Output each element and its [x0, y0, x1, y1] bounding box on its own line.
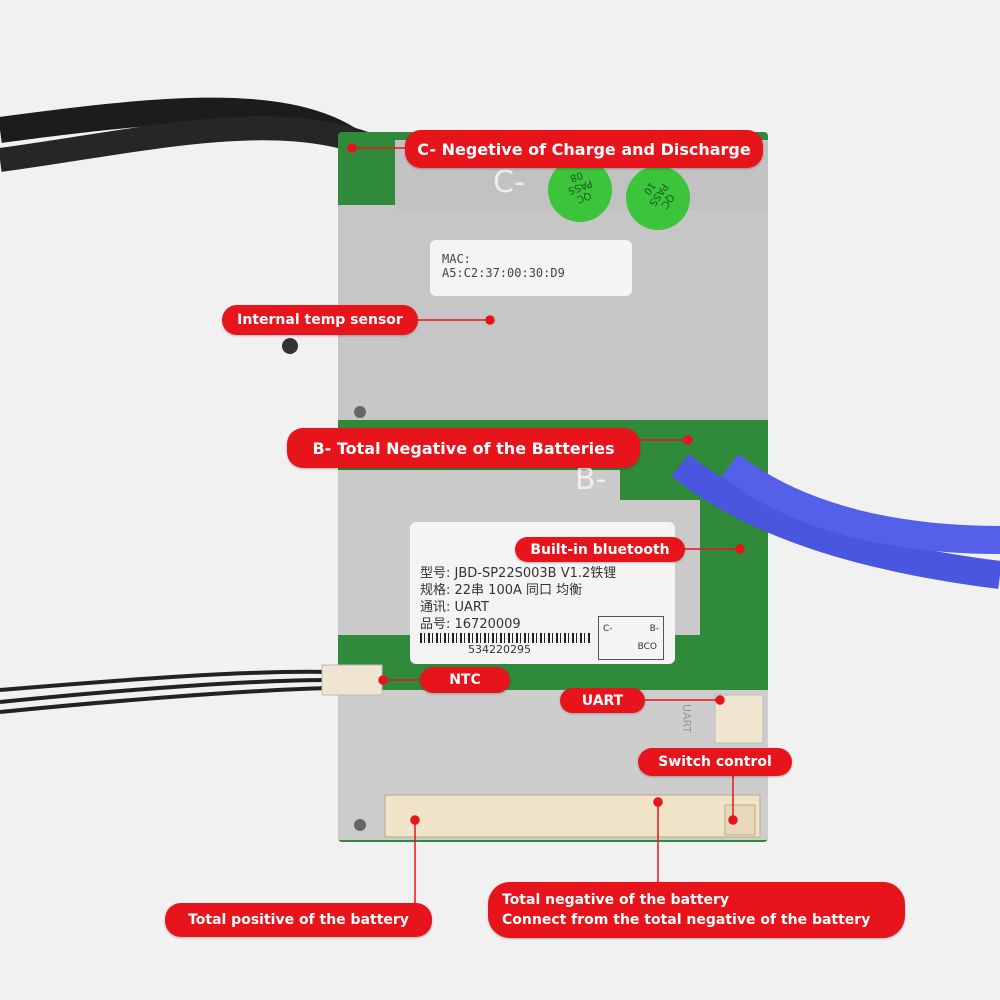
- callout-total-negative: Total negative of the battery Connect fr…: [488, 882, 905, 938]
- ntc-wire: [0, 669, 331, 692]
- callout-b-negative: B- Total Negative of the Batteries: [287, 428, 640, 468]
- ntc-wire: [0, 686, 331, 714]
- wiring-diagram: C- B- BCO: [598, 616, 664, 660]
- screw-icon: [354, 819, 366, 831]
- mac-sticker: MAC: A5:C2:37:00:30:D9: [430, 240, 632, 296]
- blue-cable: [671, 454, 1000, 589]
- mac-address: A5:C2:37:00:30:D9: [442, 266, 565, 280]
- blue-cable: [721, 453, 1000, 554]
- callout-bluetooth: Built-in bluetooth: [515, 537, 685, 562]
- callout-switch-control: Switch control: [638, 748, 792, 776]
- callout-ntc: NTC: [420, 667, 510, 693]
- callout-temp-sensor: Internal temp sensor: [222, 305, 418, 335]
- hole-icon: [282, 338, 298, 354]
- spec-model: 型号: JBD-SP22S003B V1.2铁锂: [420, 566, 617, 581]
- screw-icon: [354, 406, 366, 418]
- qc-sticker: [548, 158, 612, 222]
- qc-sticker: [626, 166, 690, 230]
- callout-uart: UART: [560, 688, 645, 713]
- ntc-wire: [0, 678, 331, 704]
- callout-c-negative: C- Negetive of Charge and Discharge: [405, 130, 763, 168]
- ntc-connector: [321, 664, 383, 696]
- silk-c: C-: [493, 165, 525, 200]
- callout-total-positive: Total positive of the battery: [165, 903, 432, 937]
- balance-connector: [384, 794, 761, 838]
- barcode: [420, 633, 590, 643]
- silk-uart: UART: [680, 703, 694, 734]
